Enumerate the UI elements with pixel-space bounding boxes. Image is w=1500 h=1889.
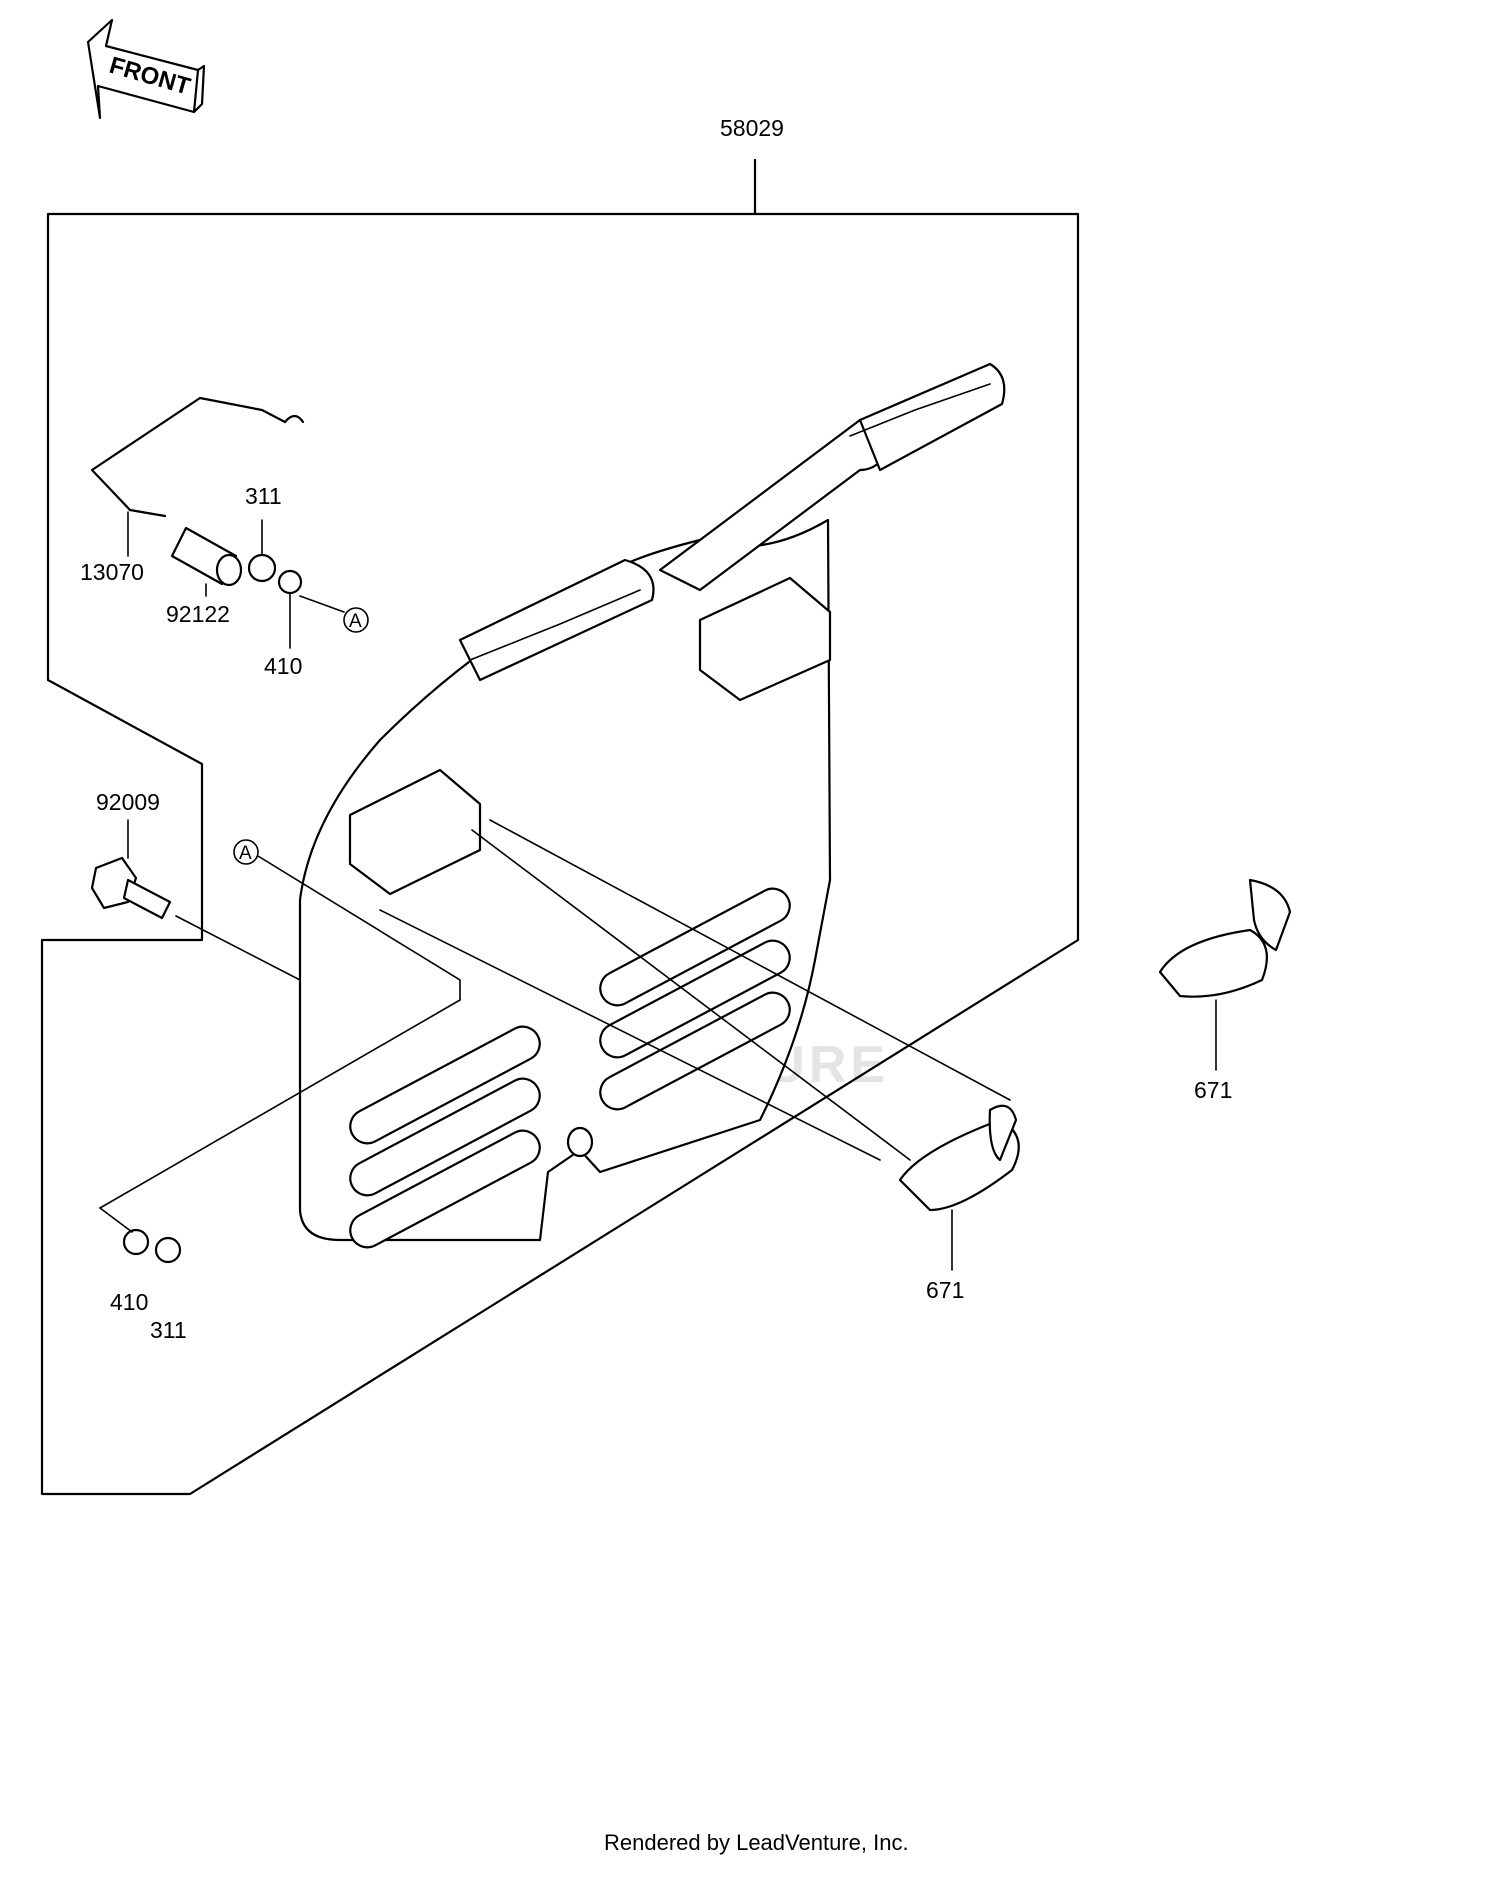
side-cover-panel xyxy=(298,362,1006,1249)
label-58029: 58029 xyxy=(720,115,784,141)
leader-lines xyxy=(98,511,1217,1271)
collar-92122 xyxy=(170,526,243,587)
nut-311-lower xyxy=(154,1236,182,1264)
grommet-671-spare xyxy=(1158,878,1292,998)
front-arrow-icon: FRONT xyxy=(86,18,206,120)
grommet-671-installed xyxy=(898,1104,1020,1212)
svg-text:A: A xyxy=(349,611,362,632)
label-410-upper: 410 xyxy=(264,653,302,679)
svg-text:A: A xyxy=(239,843,252,864)
label-13070: 13070 xyxy=(80,559,144,585)
label-671-installed: 671 xyxy=(926,1277,964,1303)
label-410-lower: 410 xyxy=(110,1289,148,1315)
label-92009: 92009 xyxy=(96,789,160,815)
ref-a-lower: A xyxy=(233,839,259,865)
washer-410-upper xyxy=(277,569,303,595)
bolt-92009 xyxy=(90,856,172,920)
ref-a-upper: A xyxy=(343,607,369,633)
kit-boundary xyxy=(40,158,1080,1496)
label-92122: 92122 xyxy=(166,601,230,627)
label-311-upper: 311 xyxy=(245,483,282,509)
washer-410-lower xyxy=(122,1228,150,1256)
label-311-lower: 311 xyxy=(150,1317,187,1343)
label-671-spare: 671 xyxy=(1194,1077,1232,1103)
bracket-rod-13070 xyxy=(90,396,305,518)
footer-credit: Rendered by LeadVenture, Inc. xyxy=(604,1830,909,1855)
nut-311-upper xyxy=(247,553,277,583)
